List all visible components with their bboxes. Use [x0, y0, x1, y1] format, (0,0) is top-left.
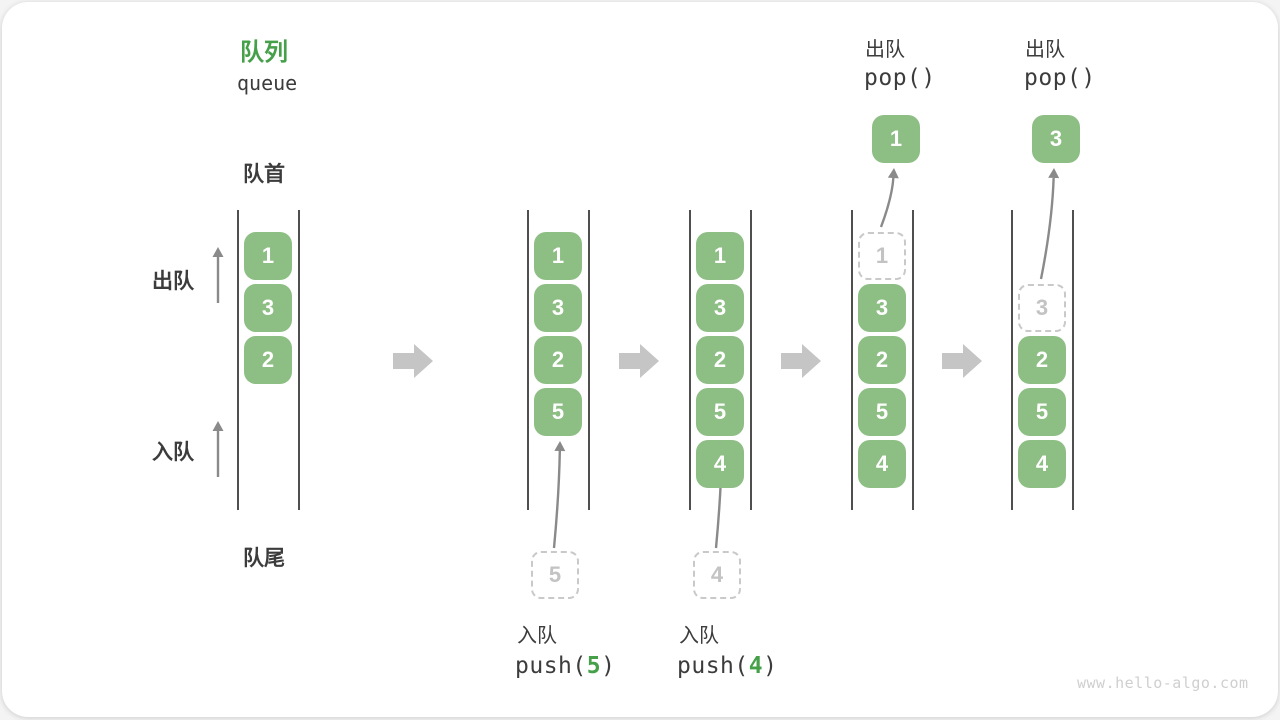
queue-item-box: 3 [534, 284, 582, 332]
dequeue-label: 出队 [1025, 39, 1065, 61]
queue-item-box: 2 [696, 336, 744, 384]
queue-wall-line [237, 210, 239, 510]
queue-item-box-dashed: 1 [858, 232, 906, 280]
pushed-item-box: 5 [531, 551, 579, 599]
queue-item-box: 4 [1018, 440, 1066, 488]
queue-item-box-dashed: 3 [1018, 284, 1066, 332]
push-code-arg: 5 [586, 653, 602, 679]
queue-item-box: 4 [696, 440, 744, 488]
queue-item-box: 5 [858, 388, 906, 436]
pop-code-label: pop() [864, 65, 936, 91]
queue-wall-line [689, 210, 691, 510]
queue-wall-line [298, 210, 300, 510]
queue-wall-line [750, 210, 752, 510]
queue-item-box: 1 [534, 232, 582, 280]
popped-item-box: 1 [872, 115, 920, 163]
pop-code-label: pop() [1024, 65, 1096, 91]
queue-item-box: 2 [1018, 336, 1066, 384]
queue-wall-line [527, 210, 529, 510]
queue-item-box: 5 [696, 388, 744, 436]
queue-item-box: 3 [858, 284, 906, 332]
queue-item-box: 4 [858, 440, 906, 488]
page-subtitle: queue [237, 71, 298, 95]
dequeue-side-label: 出队 [152, 270, 194, 293]
popped-item-box: 3 [1032, 115, 1080, 163]
queue-item-box: 2 [858, 336, 906, 384]
push-code-arg: 4 [748, 653, 764, 679]
queue-item-box: 1 [244, 232, 292, 280]
queue-front-label: 队首 [243, 163, 285, 186]
queue-item-box: 1 [696, 232, 744, 280]
dequeue-label: 出队 [865, 39, 905, 61]
queue-wall-line [912, 210, 914, 510]
enqueue-label: 入队 [679, 625, 719, 647]
pushed-item-box: 4 [693, 551, 741, 599]
queue-item-box: 5 [1018, 388, 1066, 436]
queue-wall-line [588, 210, 590, 510]
queue-item-box: 2 [534, 336, 582, 384]
queue-rear-label: 队尾 [243, 547, 285, 570]
queue-item-box: 3 [696, 284, 744, 332]
page-title: 队列 [240, 39, 288, 66]
enqueue-side-label: 入队 [152, 441, 194, 464]
queue-item-box: 2 [244, 336, 292, 384]
push-code-label: push(5) [515, 653, 616, 679]
watermark: www.hello-algo.com [1077, 674, 1249, 692]
enqueue-label: 入队 [517, 625, 557, 647]
queue-wall-line [851, 210, 853, 510]
queue-item-box: 5 [534, 388, 582, 436]
queue-wall-line [1011, 210, 1013, 510]
queue-item-box: 3 [244, 284, 292, 332]
queue-wall-line [1072, 210, 1074, 510]
push-code-label: push(4) [677, 653, 778, 679]
